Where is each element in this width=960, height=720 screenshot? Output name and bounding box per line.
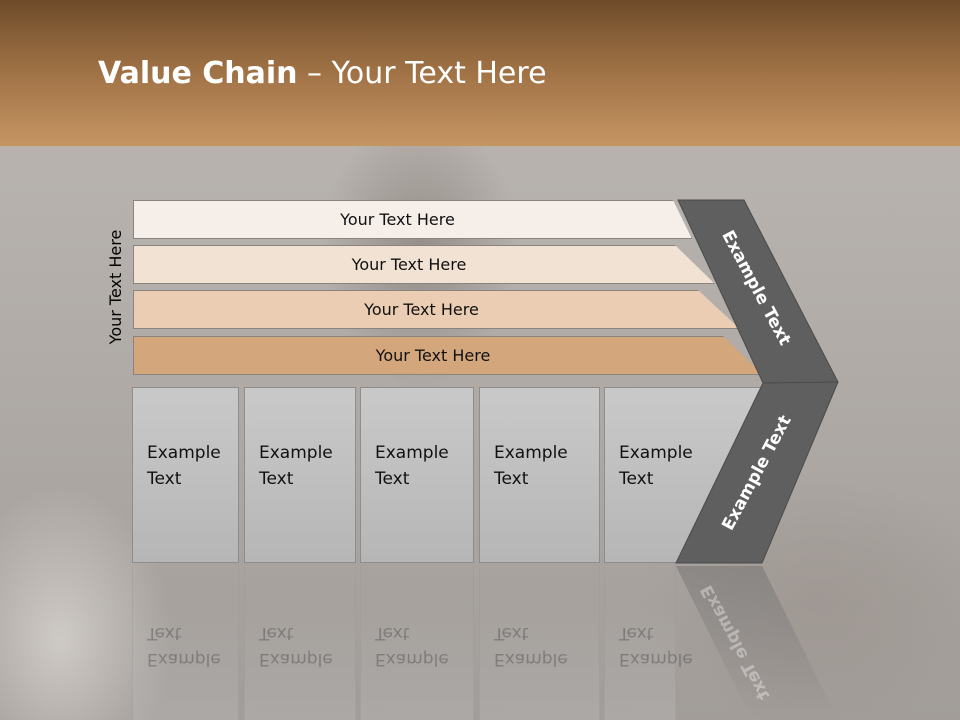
bar-label: Your Text Here [340,210,455,229]
bar-label: Your Text Here [375,346,491,365]
box-label-line2: Text [259,469,294,489]
box-label-line2: Text [147,469,182,489]
box-label-line1: Example [619,443,693,463]
slide-title-rest: – Your Text Here [297,56,547,91]
box-label-line2: Text [375,469,410,489]
support-activity-bar-4[interactable]: Your Text Here [133,336,763,375]
title-banner: Value Chain – Your Text Here [0,0,960,146]
bar-label: Your Text Here [351,255,467,274]
chevron-reflection [676,566,838,720]
box-label-line1: Example [147,443,221,463]
box-label-line1: Example [259,443,333,463]
box-label-line2: Text [619,469,654,489]
support-activity-bar-2[interactable]: Your Text Here [133,245,715,284]
box-label-line1: Example [494,443,568,463]
support-activity-bar-3[interactable]: Your Text Here [133,290,740,329]
slide-title: Value Chain – Your Text Here [98,56,547,91]
box-label-line1: Example [375,443,449,463]
box-label-line2: Text [494,469,529,489]
support-activity-bar-1[interactable]: Your Text Here [133,200,692,239]
chevron-arrow[interactable] [675,199,839,564]
bar-label: Your Text Here [364,300,479,319]
chevron-divider [762,381,839,384]
slide-title-bold: Value Chain [98,56,298,91]
